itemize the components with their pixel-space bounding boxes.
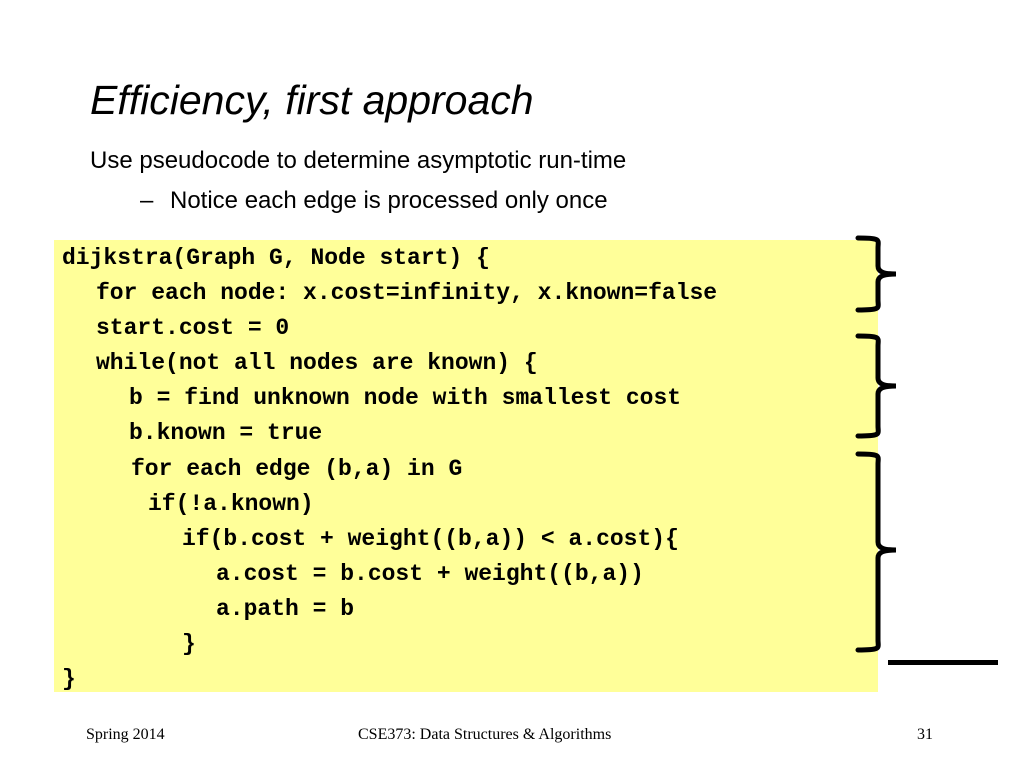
footer-course: CSE373: Data Structures & Algorithms <box>358 726 612 743</box>
code-line-1: dijkstra(Graph G, Node start) { <box>62 245 490 271</box>
code-line-8: if(!a.known) <box>148 491 314 517</box>
code-line-7: for each edge (b,a) in G <box>131 456 463 482</box>
code-line-3: start.cost = 0 <box>96 315 290 341</box>
bullet-level-1: Use pseudocode to determine asymptotic r… <box>90 147 627 174</box>
slide-title: Efficiency, first approach <box>90 77 534 123</box>
footer-date: Spring 2014 <box>86 726 165 743</box>
code-line-13: } <box>62 666 76 692</box>
curly-brace-icon <box>855 235 897 313</box>
bullet-level-2-text: Notice each edge is processed only once <box>170 187 608 214</box>
curly-brace-icon <box>855 451 897 653</box>
code-block: dijkstra(Graph G, Node start) { for each… <box>54 240 878 692</box>
code-line-9: if(b.cost + weight((b,a)) < a.cost){ <box>182 526 679 552</box>
code-line-6: b.known = true <box>129 420 323 446</box>
curly-brace-icon <box>855 333 897 439</box>
dash-bullet-marker: – <box>140 187 154 214</box>
code-line-5: b = find unknown node with smallest cost <box>129 385 682 411</box>
code-line-4: while(not all nodes are known) { <box>96 350 538 376</box>
code-line-11: a.path = b <box>216 596 355 622</box>
code-line-2: for each node: x.cost=infinity, x.known=… <box>96 280 718 306</box>
code-line-10: a.cost = b.cost + weight((b,a)) <box>216 561 644 587</box>
bullet-level-2: –Notice each edge is processed only once <box>140 186 608 216</box>
footer-page-number: 31 <box>917 726 933 743</box>
code-line-12: } <box>182 631 196 657</box>
horizontal-rule <box>888 660 998 665</box>
